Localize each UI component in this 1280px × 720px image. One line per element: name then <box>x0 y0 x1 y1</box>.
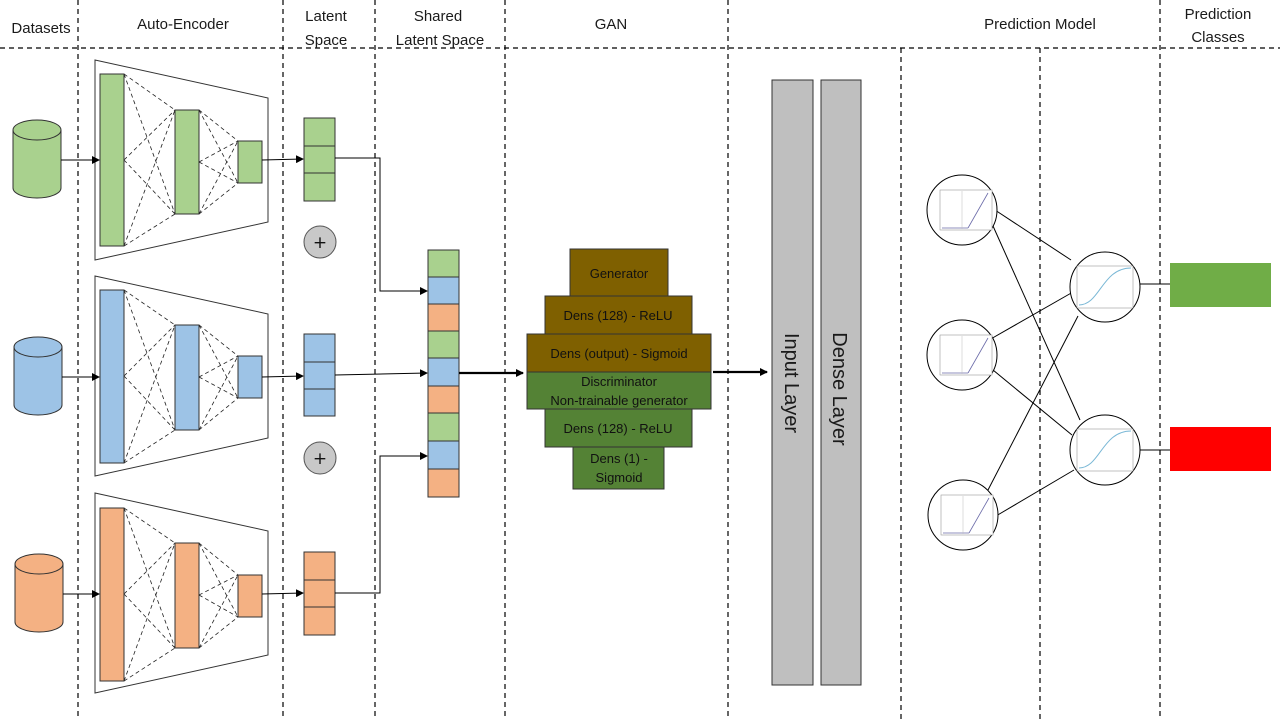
header-gan: GAN <box>595 16 628 33</box>
shared-latent-vector <box>427 249 460 498</box>
dataset-orange-cylinder <box>14 553 64 633</box>
header-shared-line2: Latent Space <box>396 32 484 49</box>
gan-discriminator-label: Discriminator <box>581 374 658 389</box>
header-prediction-model: Prediction Model <box>984 16 1096 33</box>
encoder-layer-1 <box>99 289 125 464</box>
header-latent-line1: Latent <box>305 8 348 25</box>
dataset-arrows <box>61 156 100 598</box>
encoder-layer-3 <box>237 574 263 618</box>
gan-disc-output-label-2: Sigmoid <box>596 470 643 485</box>
encoder-layer-2 <box>174 542 200 649</box>
header-autoencoder: Auto-Encoder <box>137 16 229 33</box>
section-headers: Datasets Auto-Encoder Latent Space Share… <box>11 6 1251 49</box>
dataset-green-cylinder <box>12 119 62 199</box>
dataset-blue-cylinder <box>13 336 63 416</box>
latent-vector-blue <box>303 333 336 417</box>
gan-disc-dense-block <box>544 408 693 448</box>
autoencoder-green <box>94 59 269 261</box>
prediction-class-red <box>1170 427 1271 471</box>
gan-gen-output-label: Dens (output) - Sigmoid <box>550 346 687 361</box>
latent-vector-green <box>303 117 336 202</box>
autoencoder-blue <box>94 275 269 477</box>
header-prediction-classes-line2: Classes <box>1191 29 1244 46</box>
header-prediction-classes-line1: Prediction <box>1185 6 1252 23</box>
encoder-layer-2 <box>174 109 200 215</box>
header-shared-line1: Shared <box>414 8 462 25</box>
plus-operator-bottom: + <box>303 441 337 475</box>
encoder-layer-2 <box>174 324 200 431</box>
sigmoid-neuron-2 <box>1069 414 1141 486</box>
encoder-layer-3 <box>237 140 263 184</box>
sigmoid-neuron-1 <box>1069 251 1141 323</box>
encoder-layer-1 <box>99 73 125 247</box>
encoder-layer-1 <box>99 507 125 682</box>
network-connections <box>987 209 1170 517</box>
gan-generator-label: Generator <box>590 266 649 281</box>
shared-connectors <box>334 157 428 594</box>
relu-neuron-1 <box>926 174 998 246</box>
gan-non-trainable-label: Non-trainable generator <box>550 393 688 408</box>
plus-symbol: + <box>313 233 327 253</box>
gan-disc-dense-label: Dens (128) - ReLU <box>563 421 672 436</box>
latent-vector-orange <box>303 551 336 636</box>
input-layer: Input Layer <box>771 79 814 686</box>
header-latent-line2: Space <box>305 32 348 49</box>
dense-layer: Dense Layer <box>820 79 862 686</box>
gan-block: Generator Dens (128) - ReLU Dens (output… <box>526 248 712 490</box>
gan-generator-block <box>569 248 669 297</box>
gan-discriminator-block <box>526 371 712 410</box>
gan-gen-output-block <box>526 333 712 373</box>
dataset-cylinders <box>12 119 64 633</box>
plus-operator-top: + <box>303 225 337 259</box>
autoencoder-orange <box>94 492 269 694</box>
relu-neuron-2 <box>926 319 998 391</box>
gan-disc-output-label-1: Dens (1) - <box>590 451 648 466</box>
header-datasets: Datasets <box>11 20 70 37</box>
gan-gen-dense-label: Dens (128) - ReLU <box>563 308 672 323</box>
latent-arrows <box>261 155 304 598</box>
dense-layer-label: Dense Layer <box>828 332 850 446</box>
prediction-class-green <box>1170 263 1271 307</box>
relu-neuron-3 <box>927 479 999 551</box>
gan-gen-dense-block <box>544 295 693 335</box>
input-layer-label: Input Layer <box>780 333 802 433</box>
plus-symbol: + <box>313 449 327 469</box>
gan-disc-output-block <box>572 446 665 490</box>
encoder-layer-3 <box>237 355 263 399</box>
